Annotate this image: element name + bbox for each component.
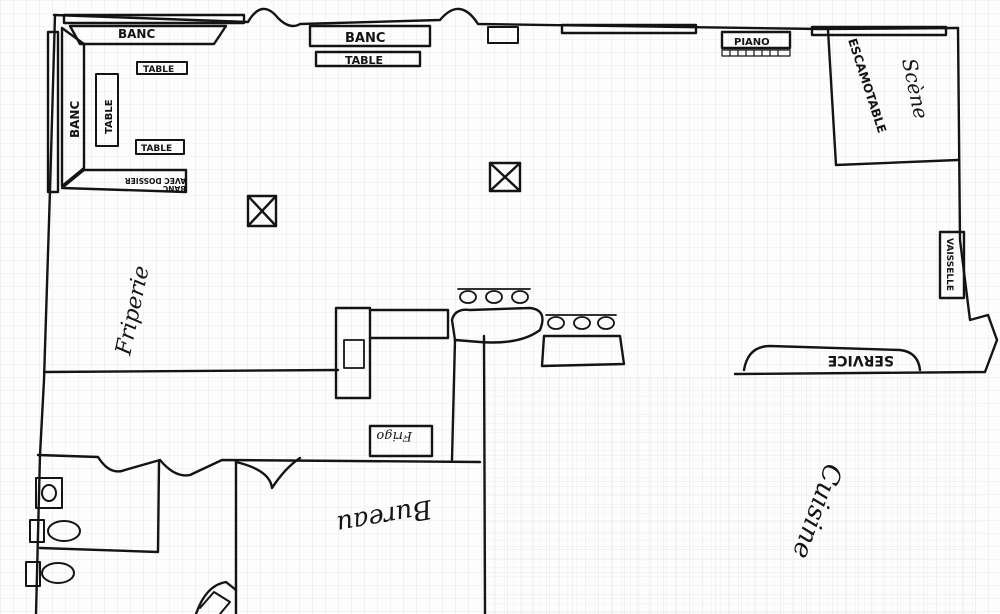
label-frigo: Frigo bbox=[376, 428, 413, 443]
bench-left bbox=[60, 26, 86, 188]
wall-wc-divider bbox=[38, 460, 161, 554]
bench-with-backrest bbox=[60, 168, 188, 194]
wall-office-inner bbox=[450, 338, 457, 462]
toilet-icon bbox=[25, 561, 75, 587]
kitchen-grid bbox=[485, 375, 980, 614]
label-table-lower: TABLE bbox=[141, 144, 172, 154]
wall-mid-left bbox=[42, 368, 340, 374]
label-banc-top-left: BANC bbox=[118, 27, 155, 41]
stool-icon bbox=[457, 288, 531, 304]
label-table-upper: TABLE bbox=[143, 65, 174, 75]
label-table-top-center: TABLE bbox=[345, 54, 383, 67]
wall-lower bbox=[36, 453, 482, 477]
wall-office-right bbox=[482, 334, 487, 614]
toilet-icon bbox=[199, 591, 231, 614]
label-banc-top-center: BANC bbox=[345, 31, 385, 46]
wall-right bbox=[733, 26, 999, 376]
window-top-3 bbox=[810, 25, 948, 37]
stage bbox=[826, 28, 960, 167]
label-table-vertical: TABLE bbox=[104, 99, 115, 134]
table-lower bbox=[135, 139, 185, 155]
toilet-icon bbox=[29, 519, 81, 543]
fridge bbox=[368, 424, 434, 458]
label-vaisselle: VAISSELLE bbox=[944, 238, 954, 291]
wall-top bbox=[52, 7, 960, 31]
sink bbox=[343, 339, 365, 369]
window-left bbox=[46, 30, 60, 194]
dish-shelf bbox=[938, 230, 966, 300]
pillar-icon bbox=[488, 161, 522, 193]
pillar-icon bbox=[246, 194, 278, 228]
table-vertical bbox=[95, 73, 119, 147]
stool-icon bbox=[545, 314, 617, 330]
bench-top-center bbox=[308, 24, 432, 48]
bar-curved bbox=[450, 306, 544, 344]
piano bbox=[720, 30, 792, 50]
label-banc-left: BANC bbox=[68, 101, 82, 138]
window-top-1 bbox=[62, 13, 246, 25]
window-top-2 bbox=[560, 23, 698, 35]
counter-left bbox=[334, 306, 372, 400]
label-banc-dossier: BANCAVEC DOSSIER bbox=[125, 176, 186, 193]
label-service: SERVICE bbox=[828, 352, 894, 368]
table-upper bbox=[136, 61, 188, 75]
door-wc bbox=[194, 580, 238, 614]
label-piano: PIANO bbox=[734, 37, 770, 48]
service-counter bbox=[742, 344, 922, 372]
table-top-center bbox=[314, 50, 422, 68]
piano-keys bbox=[721, 49, 791, 57]
door-arc-office bbox=[234, 456, 302, 490]
counter-right bbox=[540, 334, 626, 368]
radiator bbox=[487, 26, 519, 44]
sink-icon bbox=[35, 477, 63, 509]
counter-top bbox=[368, 308, 450, 340]
